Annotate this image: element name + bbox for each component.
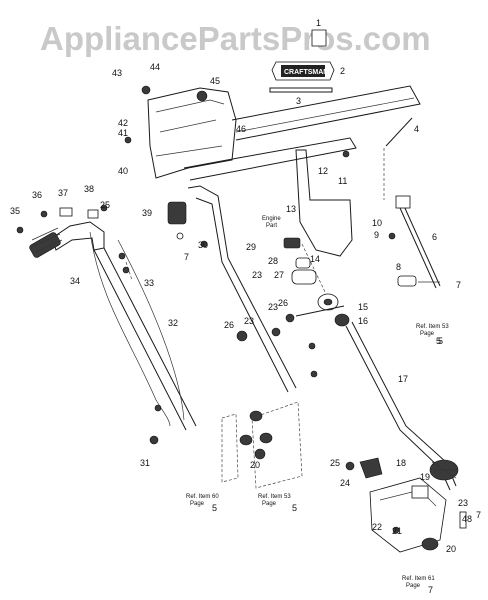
ref-note-line2: Page: [406, 583, 421, 589]
callout-29: 29: [246, 242, 256, 252]
ref-note-line2: Page: [262, 501, 277, 507]
callout-23: 23: [268, 302, 278, 312]
callout-26: 26: [224, 320, 234, 330]
callout-33: 33: [144, 278, 154, 288]
callout-5: 5: [436, 336, 441, 346]
callout-8: 8: [396, 262, 401, 272]
ref-note-page: 7: [428, 585, 433, 595]
engine-label-line2: Part: [266, 223, 277, 229]
ref-note-2: Ref. Item 60 Page 5: [186, 494, 219, 513]
callout-12: 12: [318, 166, 328, 176]
callout-1: 1: [316, 18, 321, 28]
callout-42: 42: [118, 118, 128, 128]
callout-48: 48: [462, 514, 472, 524]
callout-7: 7: [184, 252, 189, 262]
ref-note-1: Ref. Item 53 Page 5: [416, 324, 449, 346]
callout-20: 20: [250, 460, 260, 470]
callout-15: 15: [358, 302, 368, 312]
callout-35: 35: [10, 206, 20, 216]
callout-23: 23: [458, 498, 468, 508]
callout-14: 14: [310, 254, 320, 264]
callout-11: 11: [338, 176, 347, 186]
callout-24: 24: [340, 478, 350, 488]
callout-7: 7: [476, 510, 481, 520]
callout-6: 6: [432, 232, 437, 242]
callout-4: 4: [414, 124, 419, 134]
callout-13: 13: [286, 204, 296, 214]
engine-label-line1: Engine: [262, 216, 281, 222]
ref-note-line1: Ref. Item 60: [186, 494, 219, 500]
callout-25: 25: [330, 458, 340, 468]
ref-note-page: 5: [438, 336, 443, 346]
callout-23: 23: [244, 316, 254, 326]
ref-note-line1: Ref. Item 61: [402, 576, 435, 582]
gearbox-assembly: [359, 457, 467, 553]
callout-19: 19: [420, 472, 430, 482]
center-rod: [187, 185, 297, 393]
ref-note-line1: Ref. Item 53: [258, 494, 291, 500]
center-bracket: [283, 149, 353, 327]
badge-text: CRAFTSMAN: [284, 69, 328, 76]
callout-7: 7: [456, 280, 461, 290]
callout-25: 25: [100, 200, 110, 210]
trim-strip: [269, 87, 333, 93]
craftsman-badge: CRAFTSMAN: [271, 29, 335, 81]
callout-20: 20: [446, 544, 456, 554]
callout-3: 3: [296, 96, 301, 106]
callout-44: 44: [150, 62, 160, 72]
callout-18: 18: [396, 458, 406, 468]
callout-45: 45: [210, 76, 220, 86]
right-linkage: [383, 117, 441, 289]
callout-32: 32: [168, 318, 178, 328]
callout-46: 46: [236, 124, 246, 134]
callout-17: 17: [398, 374, 408, 384]
watermark-text: AppliancePartsPros.com: [40, 20, 431, 57]
ref-note-line1: Ref. Item 53: [416, 324, 449, 330]
callout-38: 38: [84, 184, 94, 194]
callout-26: 26: [278, 298, 288, 308]
callout-34: 34: [70, 276, 80, 286]
callout-28: 28: [268, 256, 278, 266]
ref-note-3: Ref. Item 53 Page 5: [258, 494, 297, 513]
ref-note-line2: Page: [190, 501, 205, 507]
callout-43: 43: [112, 68, 122, 78]
ref-note-page: 5: [212, 503, 217, 513]
hardware: [16, 85, 400, 534]
callout-31: 31: [140, 458, 150, 468]
ref-note-line2: Page: [420, 331, 435, 337]
callout-labels: 1234567778910111213141516171819202021222…: [10, 18, 481, 554]
engine-part-label: Engine Part: [262, 216, 281, 229]
callout-39: 39: [142, 208, 152, 218]
callout-30: 30: [198, 240, 208, 250]
callout-2: 2: [340, 66, 345, 76]
callout-9: 9: [374, 230, 379, 240]
callout-41: 41: [118, 128, 128, 138]
callout-10: 10: [372, 218, 382, 228]
console-panel: [147, 85, 421, 181]
callout-36: 36: [32, 190, 42, 200]
ref-note-4: Ref. Item 61 Page 7: [402, 576, 435, 595]
callout-40: 40: [118, 166, 128, 176]
callout-23: 23: [252, 270, 262, 280]
control-cables: [89, 231, 185, 427]
ref-note-page: 5: [292, 503, 297, 513]
callout-27: 27: [274, 270, 284, 280]
lower-panels: [221, 401, 303, 489]
callout-21: 21: [392, 526, 402, 536]
callout-16: 16: [358, 316, 368, 326]
callout-22: 22: [372, 522, 382, 532]
callout-37: 37: [58, 188, 68, 198]
